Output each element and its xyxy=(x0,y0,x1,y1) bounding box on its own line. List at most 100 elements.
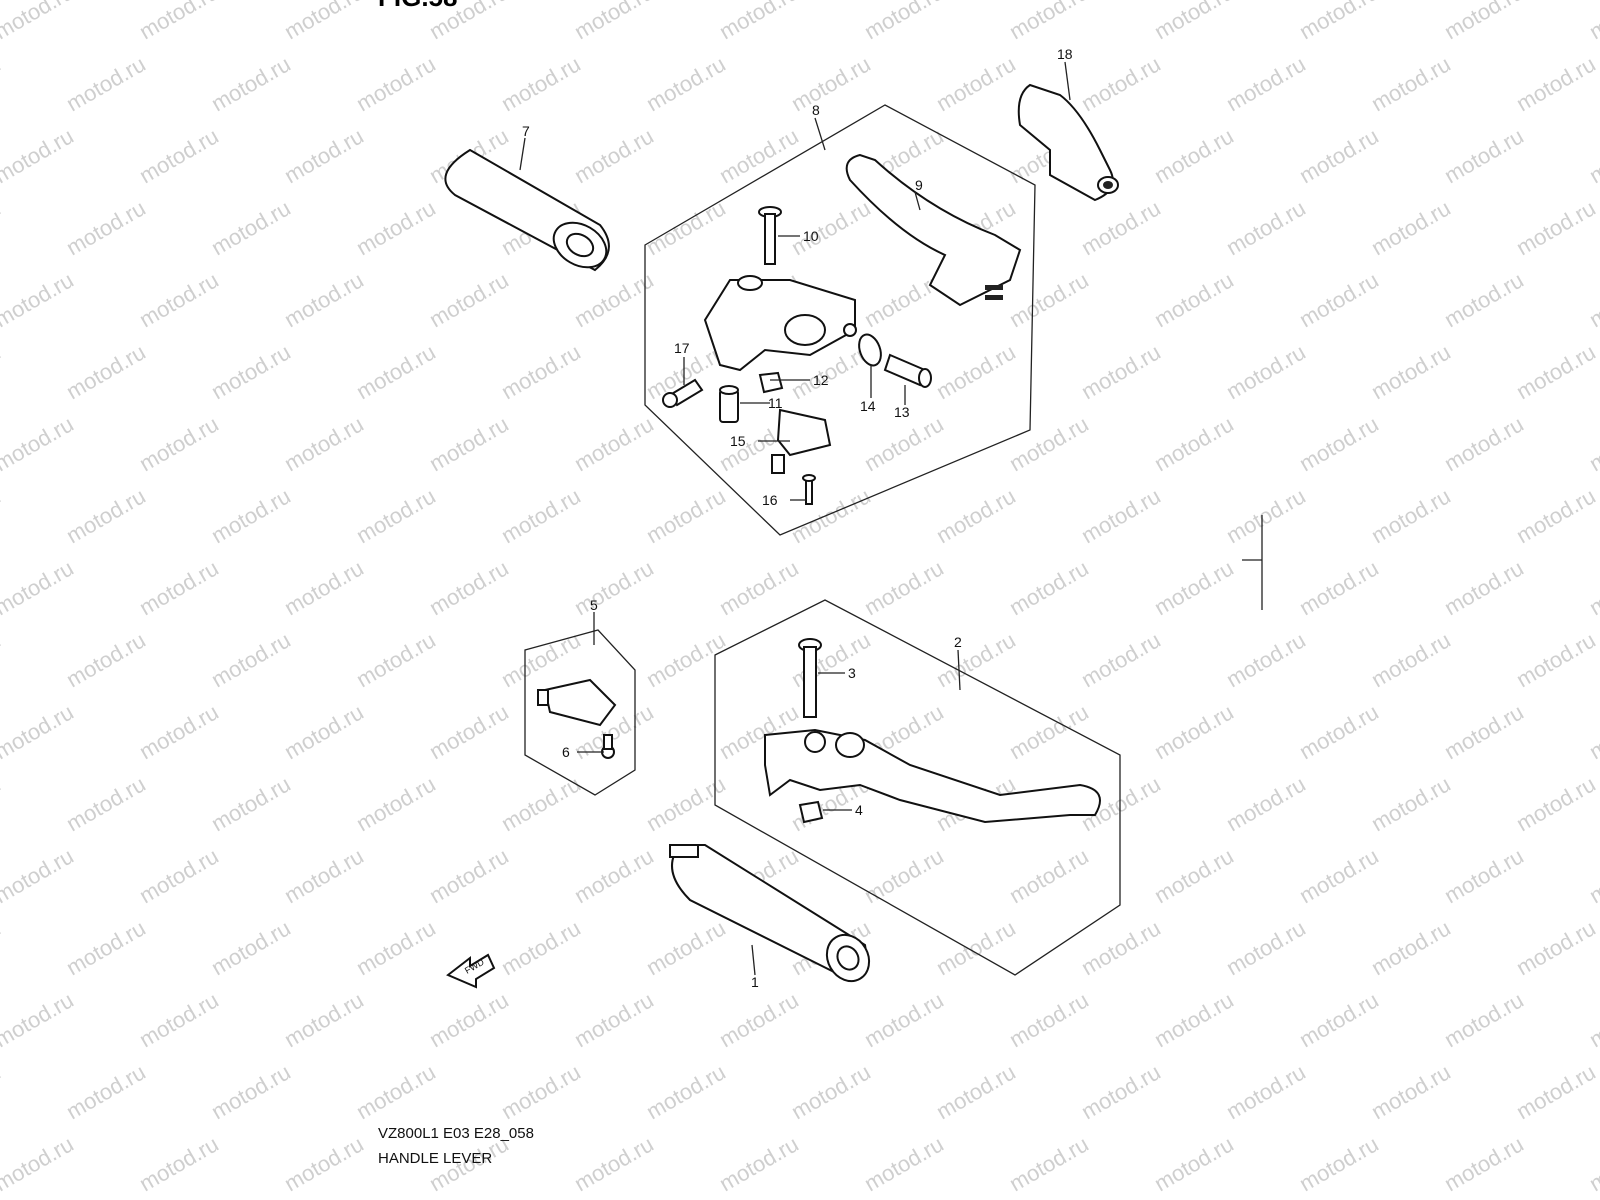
part-11-collar xyxy=(719,385,739,423)
watermark-text: motod.ru xyxy=(1440,123,1528,188)
watermark-text: motod.ru xyxy=(570,555,658,620)
leader-lines xyxy=(519,61,1071,976)
part-14-adjuster xyxy=(858,333,882,367)
watermark-text: motod.ru xyxy=(1440,0,1528,44)
watermark-text: motod.ru xyxy=(0,0,78,44)
watermark-text: motod.ru xyxy=(0,915,5,980)
watermark-text: motod.ru xyxy=(1295,411,1383,476)
watermark-text: motod.ru xyxy=(0,555,78,620)
watermark-text: motod.ru xyxy=(570,0,658,44)
watermark-text: motod.ru xyxy=(207,915,295,980)
watermark-text: motod.ru xyxy=(1440,1131,1528,1196)
callout-17: 17 xyxy=(674,340,690,356)
watermark-text: motod.ru xyxy=(1512,1059,1600,1124)
watermark-text: motod.ru xyxy=(1585,411,1600,476)
watermark-text: motod.ru xyxy=(207,339,295,404)
watermark-text: motod.ru xyxy=(1005,411,1093,476)
watermark-text: motod.ru xyxy=(1512,771,1600,836)
group-8-outline xyxy=(644,104,1036,536)
watermark-text: motod.ru xyxy=(1440,987,1528,1052)
watermark-text: motod.ru xyxy=(860,843,948,908)
watermark-text: motod.ru xyxy=(1512,51,1600,116)
watermark-text: motod.ru xyxy=(0,267,78,332)
watermark-text: motod.ru xyxy=(1077,627,1165,692)
part-13-screw xyxy=(883,353,932,388)
watermark-text: motod.ru xyxy=(1077,51,1165,116)
watermark-text: motod.ru xyxy=(1295,699,1383,764)
watermark-text: motod.ru xyxy=(787,51,875,116)
watermark-text: motod.ru xyxy=(1512,483,1600,548)
watermark-text: motod.ru xyxy=(860,411,948,476)
watermark-text: motod.ru xyxy=(280,987,368,1052)
watermark-text: motod.ru xyxy=(1367,1059,1455,1124)
callout-labels: 1 2 3 4 5 6 7 8 9 10 11 12 13 14 15 16 1… xyxy=(522,46,1073,990)
watermark-text: motod.ru xyxy=(642,627,730,692)
watermark-text: motod.ru xyxy=(0,1131,78,1196)
watermark-text: motod.ru xyxy=(1512,627,1600,692)
watermark-text: motod.ru xyxy=(0,195,5,260)
part-10-bolt xyxy=(758,206,782,265)
watermark-text: motod.ru xyxy=(1367,51,1455,116)
watermark-text: motod.ru xyxy=(0,483,5,548)
watermark-text: motod.ru xyxy=(280,699,368,764)
watermark-text: motod.ru xyxy=(1150,411,1238,476)
watermark-text: motod.ru xyxy=(1005,555,1093,620)
watermark-text: motod.ru xyxy=(135,123,223,188)
callout-15: 15 xyxy=(730,433,746,449)
watermark-text: motod.ru xyxy=(425,267,513,332)
callout-8: 8 xyxy=(812,102,820,118)
watermark-text: motod.ru xyxy=(1440,555,1528,620)
watermark-text: motod.ru xyxy=(62,771,150,836)
watermark-text: motod.ru xyxy=(715,1131,803,1196)
part-8-holder xyxy=(703,275,857,372)
fwd-arrow: FWD xyxy=(446,953,496,989)
watermark-text: motod.ru xyxy=(497,51,585,116)
watermark-text: motod.ru xyxy=(425,0,513,44)
callout-16: 16 xyxy=(762,492,778,508)
callout-13: 13 xyxy=(894,404,910,420)
watermark-text: motod.ru xyxy=(352,771,440,836)
watermark-text: motod.ru xyxy=(135,0,223,44)
watermark-text: motod.ru xyxy=(352,627,440,692)
watermark-text: motod.ru xyxy=(1295,267,1383,332)
watermark-text: motod.ru xyxy=(1585,843,1600,908)
watermark-text: motod.ru xyxy=(0,843,78,908)
watermark-text: motod.ru xyxy=(1005,843,1093,908)
watermark-text: motod.ru xyxy=(1077,195,1165,260)
watermark-text: motod.ru xyxy=(1585,0,1600,44)
watermark-text: motod.ru xyxy=(207,51,295,116)
watermark-text: motod.ru xyxy=(1367,771,1455,836)
watermark-text: motod.ru xyxy=(280,555,368,620)
watermark-text: motod.ru xyxy=(280,411,368,476)
watermark-text: motod.ru xyxy=(1150,0,1238,44)
watermark-text: motod.ru xyxy=(352,51,440,116)
callout-9: 9 xyxy=(915,177,923,193)
watermark-text: motod.ru xyxy=(1150,699,1238,764)
watermark-text: motod.ru xyxy=(1222,1059,1310,1124)
watermark-text: motod.ru xyxy=(1440,699,1528,764)
watermark-text: motod.ru xyxy=(425,411,513,476)
watermark-text: motod.ru xyxy=(1367,627,1455,692)
callout-2: 2 xyxy=(954,634,962,650)
watermark-text: motod.ru xyxy=(135,267,223,332)
watermark-text: motod.ru xyxy=(1222,627,1310,692)
watermark-text: motod.ru xyxy=(0,339,5,404)
watermark-text: motod.ru xyxy=(860,987,948,1052)
watermark-text: motod.ru xyxy=(932,627,1020,692)
watermark-text: motod.ru xyxy=(207,195,295,260)
watermark-text: motod.ru xyxy=(425,699,513,764)
part-1-throttle-grip xyxy=(669,844,871,983)
watermark-text: motod.ru xyxy=(280,123,368,188)
watermark-text: motod.ru xyxy=(1077,483,1165,548)
watermark-text: motod.ru xyxy=(0,411,78,476)
part-12-nut xyxy=(758,371,784,394)
watermark-text: motod.ru xyxy=(1222,483,1310,548)
callout-14: 14 xyxy=(860,398,876,414)
callout-6: 6 xyxy=(562,744,570,760)
watermark-text: motod.ru xyxy=(135,1131,223,1196)
watermark-text: motod.ru xyxy=(1077,1059,1165,1124)
watermark-text: motod.ru xyxy=(1150,987,1238,1052)
watermark-text: motod.ru xyxy=(1367,483,1455,548)
watermark-text: motod.ru xyxy=(642,771,730,836)
